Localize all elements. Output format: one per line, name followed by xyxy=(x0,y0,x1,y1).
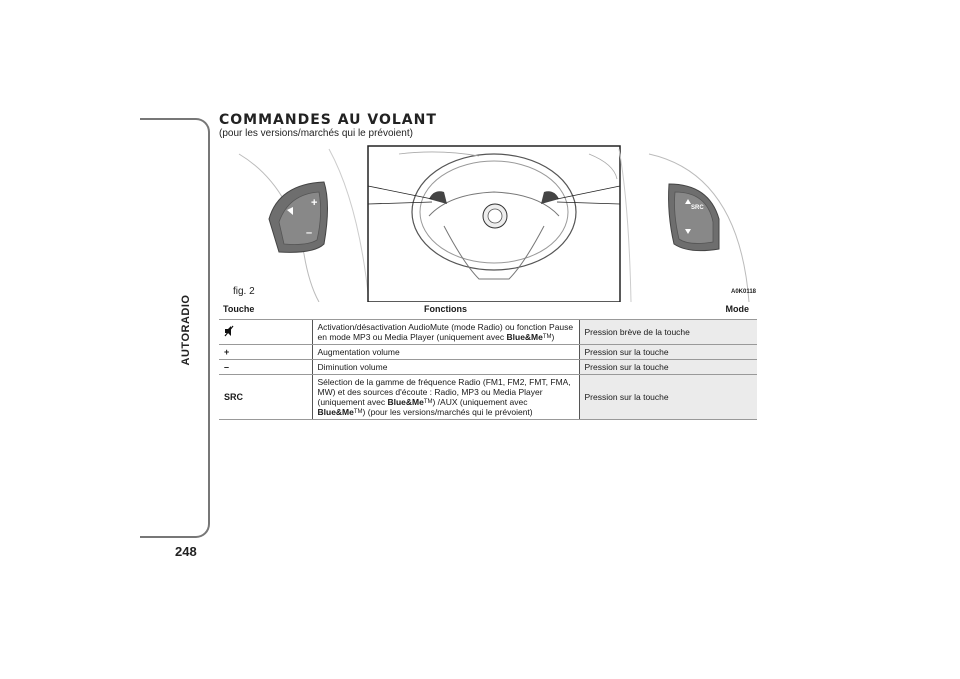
figure-code: A0K0118 xyxy=(731,289,757,295)
mode-cell: Pression sur la touche xyxy=(579,344,757,360)
left-control-pod: + – xyxy=(268,181,328,253)
function-cell: Sélection de la gamme de fréquence Radio… xyxy=(311,374,580,420)
mute-icon xyxy=(224,325,234,337)
down-arrow-icon xyxy=(685,229,691,234)
mode-cell: Pression sur la touche xyxy=(579,359,757,375)
header-touche: Touche xyxy=(219,301,312,320)
header-mode: Mode xyxy=(579,301,757,320)
table-row: Activation/désactivation AudioMute (mode… xyxy=(219,319,757,345)
sidebar-frame xyxy=(140,118,210,538)
controls-table: Touche Fonctions Mode Activation/désacti… xyxy=(219,301,757,420)
key-mute xyxy=(219,319,312,345)
figure-label: fig. 2 xyxy=(233,286,255,297)
table-row: SRC Sélection de la gamme de fréquence R… xyxy=(219,374,757,420)
page-title: COMMANDES AU VOLANT xyxy=(219,112,437,128)
left-plus-label: + xyxy=(311,197,317,209)
src-label: SRC xyxy=(691,205,704,211)
table-row: + Augmentation volume Pression sur la to… xyxy=(219,344,757,360)
page-subtitle: (pour les versions/marchés qui le prévoi… xyxy=(219,128,413,139)
function-cell: Diminution volume xyxy=(311,359,580,375)
sidebar-section-label: AUTORADIO xyxy=(180,294,192,366)
mode-cell: Pression brève de la touche xyxy=(579,319,757,345)
table-header-row: Touche Fonctions Mode xyxy=(219,301,757,320)
key-plus: + xyxy=(219,344,312,360)
up-arrow-icon xyxy=(685,199,691,204)
steering-wheel-figure: + – SRC xyxy=(238,145,750,302)
mute-icon xyxy=(287,207,293,215)
key-src: SRC xyxy=(219,374,312,420)
function-cell: Augmentation volume xyxy=(311,344,580,360)
steering-wheel xyxy=(398,151,618,280)
header-fonctions: Fonctions xyxy=(312,301,579,320)
right-control-pod: SRC xyxy=(668,183,720,252)
key-minus: – xyxy=(219,359,312,375)
left-minus-label: – xyxy=(306,227,312,239)
mode-cell: Pression sur la touche xyxy=(579,374,757,420)
function-cell: Activation/désactivation AudioMute (mode… xyxy=(311,319,580,345)
table-row: – Diminution volume Pression sur la touc… xyxy=(219,359,757,375)
page-number: 248 xyxy=(175,544,197,559)
